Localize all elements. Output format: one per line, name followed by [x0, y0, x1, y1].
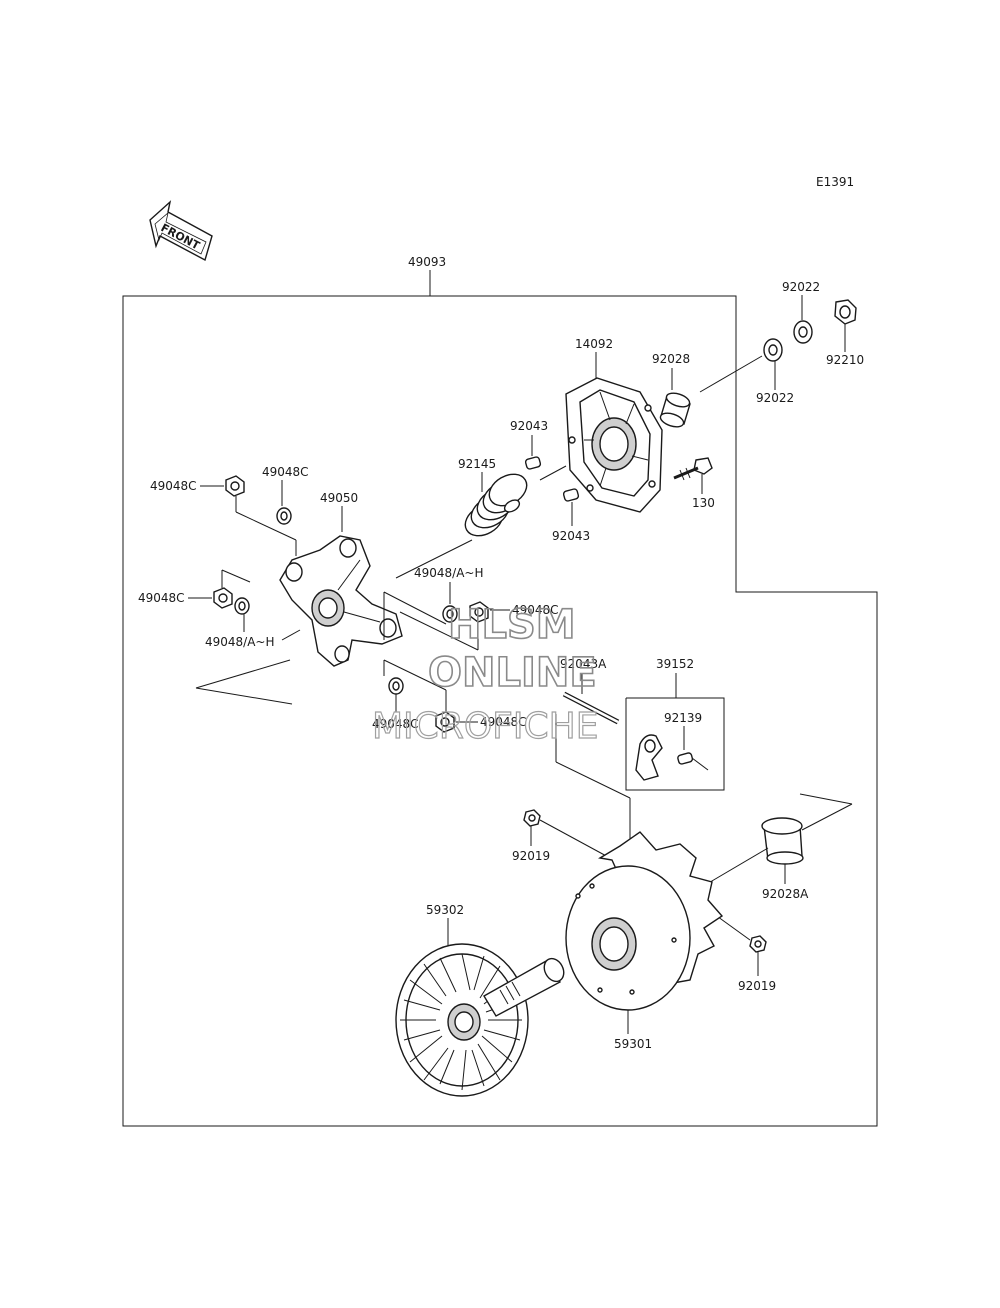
sheave-59302-icon	[395, 943, 565, 1097]
label-14092: 14092	[575, 337, 613, 351]
label-92043-top: 92043	[510, 419, 548, 433]
label-49048C-f: 49048C	[480, 715, 527, 729]
label-39152: 39152	[656, 657, 694, 671]
label-92022-top: 92022	[782, 280, 820, 294]
roller-49048C-e-icon	[388, 677, 404, 695]
label-59302: 59302	[426, 903, 464, 917]
watermark-line2: ONLINE	[428, 650, 597, 696]
nut-49048C-a-icon	[225, 475, 245, 497]
dowel-92043-top-icon	[524, 456, 542, 470]
label-49048AH-b: 49048/A~H	[414, 566, 484, 580]
label-92019-right: 92019	[738, 979, 776, 993]
label-92028: 92028	[652, 352, 690, 366]
bushing-92028A-icon	[761, 817, 804, 865]
label-92028A: 92028A	[762, 887, 809, 901]
label-130: 130	[692, 496, 715, 510]
roller-49048C-b-icon	[276, 507, 292, 525]
label-49093: 49093	[408, 255, 446, 269]
watermark-line3: MICROFICHE	[372, 706, 598, 747]
spider-49050-icon	[279, 535, 403, 667]
pin-92043A-icon	[562, 691, 620, 725]
spring-92145-icon	[464, 473, 528, 537]
label-49048C-b: 49048C	[262, 465, 309, 479]
watermark-line1: HLSM	[448, 602, 576, 648]
assembly-boundary	[122, 295, 878, 1127]
label-49048C-d: 49048C	[512, 603, 559, 617]
label-49048C-c: 49048C	[138, 591, 185, 605]
label-92043A: 92043A	[560, 657, 607, 671]
front-arrow-icon: FRONT	[149, 200, 213, 262]
diagram-code: E1391	[816, 175, 854, 189]
bushing-92028-icon	[659, 392, 691, 428]
nut-92210-icon	[834, 299, 857, 325]
cover-14092-icon	[565, 377, 663, 513]
label-49048AH-a: 49048/A~H	[205, 635, 275, 649]
weight-39152-icon	[635, 734, 663, 781]
front-arrow-label: FRONT	[159, 221, 203, 252]
nut-92019-left-icon	[523, 809, 541, 827]
label-92210: 92210	[826, 353, 864, 367]
label-92022-bottom: 92022	[756, 391, 794, 405]
roller-49048AH-a-icon	[234, 597, 250, 615]
bolt-130-icon	[673, 457, 713, 481]
dowel-92043-bottom-icon	[562, 488, 580, 502]
label-92145: 92145	[458, 457, 496, 471]
pin-92139-icon	[677, 752, 694, 765]
label-49048C-a: 49048C	[150, 479, 197, 493]
label-92043-bottom: 92043	[552, 529, 590, 543]
label-92019-left: 92019	[512, 849, 550, 863]
label-59301: 59301	[614, 1037, 652, 1051]
label-49048C-e: 49048C	[372, 717, 419, 731]
nut-49048C-c-icon	[213, 587, 233, 609]
label-92139: 92139	[664, 711, 702, 725]
nut-49048C-d-icon	[469, 601, 489, 623]
roller-49048AH-b-icon	[442, 605, 458, 623]
label-49050: 49050	[320, 491, 358, 505]
sheave-59301-icon	[565, 831, 724, 1011]
nut-92019-right-icon	[749, 935, 767, 953]
watermark: HLSM ONLINE MICROFICHE	[371, 601, 599, 747]
